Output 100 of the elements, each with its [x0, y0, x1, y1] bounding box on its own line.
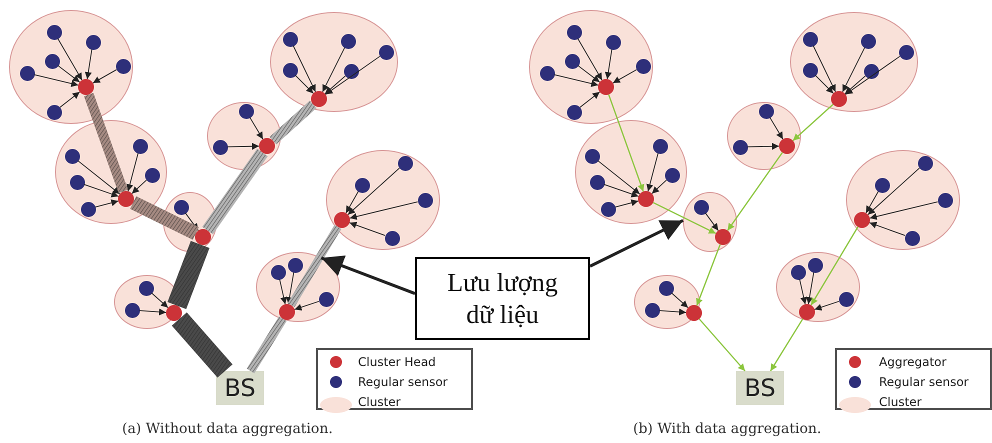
arrow	[325, 56, 380, 95]
arrow	[279, 278, 288, 305]
sensor-dot	[606, 34, 620, 50]
cluster-head-dot	[779, 138, 795, 154]
cluster-head-dot	[854, 212, 870, 228]
arrow	[324, 76, 346, 94]
arrow	[59, 91, 80, 108]
sensor-dot	[44, 54, 60, 68]
arrow	[727, 152, 783, 231]
sensor-dot	[418, 192, 432, 208]
cluster-head-dot	[78, 79, 94, 95]
arrow	[322, 47, 346, 92]
cluster-ellipse	[114, 275, 180, 329]
cluster-ellipse	[634, 275, 700, 329]
arrow	[704, 212, 719, 231]
data-flow-band	[270, 100, 316, 144]
arrow	[652, 202, 716, 234]
cluster-head-dot	[598, 79, 614, 95]
sensor-dot	[398, 156, 412, 170]
arrow	[92, 69, 117, 84]
sensor-dot	[384, 230, 400, 246]
sensor-dot	[64, 148, 80, 164]
arrow	[349, 201, 418, 220]
sensor-dot	[46, 104, 62, 120]
sensor-dot	[540, 66, 554, 80]
callout-box: Lưu lượng dữ liệu	[415, 257, 590, 340]
sensor-dot	[644, 302, 660, 318]
sensor-dot	[636, 58, 650, 74]
caption: (b) With data aggregation.	[633, 421, 822, 437]
arrow	[320, 255, 416, 295]
sensor-dot	[802, 32, 818, 46]
sensor-dot	[790, 264, 806, 280]
arrow	[131, 180, 147, 194]
sensor-dot	[116, 58, 130, 74]
cluster-head-dot	[799, 304, 815, 320]
arrow	[126, 152, 139, 192]
sensor-dot	[758, 104, 774, 118]
sensor-dot	[378, 44, 394, 60]
sensor-dot	[212, 140, 228, 154]
arrow	[845, 56, 900, 95]
data-flow-band	[84, 92, 128, 194]
arrow	[597, 160, 640, 194]
legend-label: Aggregator	[879, 355, 946, 369]
arrow	[659, 308, 686, 316]
arrow	[77, 160, 120, 194]
arrow	[842, 47, 866, 92]
sensor-dot	[864, 64, 878, 78]
arrow	[151, 292, 168, 308]
arrow	[671, 292, 688, 308]
sensor-dot	[564, 54, 580, 68]
cluster-ellipse	[683, 192, 737, 252]
arrow	[696, 244, 721, 306]
arrow	[646, 152, 659, 192]
arrow	[844, 76, 866, 94]
sensor-dot	[658, 280, 674, 296]
sensor-dot	[138, 280, 154, 296]
cluster-head-dot	[166, 305, 182, 321]
legend-label: Regular sensor	[879, 375, 969, 389]
arrow	[579, 91, 600, 108]
arrow	[867, 168, 920, 216]
arrow	[139, 308, 166, 316]
arrow	[614, 199, 639, 208]
arrow	[698, 318, 746, 372]
arrow	[604, 184, 639, 198]
sensor-dot	[652, 138, 668, 154]
sensor-dot	[174, 200, 188, 214]
sensor-dot	[20, 66, 34, 80]
arrow	[866, 191, 879, 214]
legend-label: Regular sensor	[358, 375, 448, 389]
arrow	[577, 38, 602, 81]
arrow	[651, 180, 667, 194]
base-station-box: BS	[216, 371, 264, 405]
data-flow-band	[130, 196, 199, 240]
sensor-dot	[732, 140, 748, 154]
sensor-dot	[86, 34, 100, 50]
arrow	[94, 199, 119, 208]
arrow	[84, 48, 92, 80]
arrow	[249, 116, 264, 140]
arrow	[294, 74, 314, 94]
arrow	[349, 222, 386, 236]
cluster-head-dot	[638, 191, 654, 207]
arrow	[747, 142, 780, 150]
base-station-box: BS	[736, 371, 784, 405]
data-flow-band	[168, 240, 210, 310]
sensor-dot	[938, 192, 952, 208]
arrow	[57, 38, 82, 81]
sensor-dot	[918, 156, 932, 170]
sensor-dot	[270, 264, 286, 280]
arrow	[347, 168, 400, 216]
arrow	[612, 69, 637, 84]
sensor-dot	[802, 62, 818, 78]
arrow	[812, 45, 836, 92]
data-flow-band	[202, 148, 268, 234]
arrow	[604, 48, 612, 80]
sensor-dot	[860, 34, 876, 48]
arrow	[792, 104, 834, 142]
arrow	[814, 74, 834, 94]
data-flow-band	[172, 312, 233, 378]
cluster-head-dot	[831, 91, 847, 107]
sensor-dot	[144, 168, 160, 182]
